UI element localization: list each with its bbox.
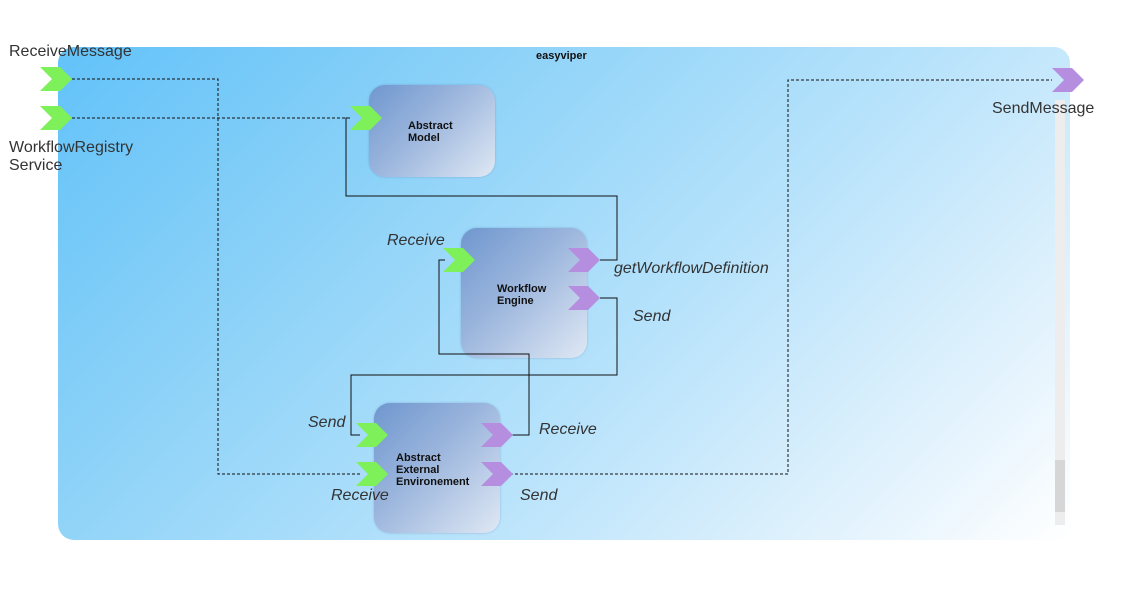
connector-get-workflow-definition (345, 117, 618, 261)
abstract-model-label: Abstract Model (408, 120, 453, 144)
port-engine-receive-icon (443, 248, 475, 272)
send-message-label: SendMessage (992, 100, 1095, 117)
external-receive-in-label: Receive (331, 487, 389, 504)
abstract-external-label: Abstract External Environement (396, 452, 470, 488)
connector-external-receive (438, 259, 530, 436)
abstract-model-box[interactable] (369, 85, 495, 177)
scrollbar-track[interactable] (1055, 100, 1065, 525)
workflow-engine-label: Workflow Engine (497, 283, 547, 307)
port-model-provide-icon (350, 106, 382, 130)
port-engine-send-icon (568, 286, 600, 310)
receive-message-label: ReceiveMessage (9, 43, 132, 60)
connector-send-message (510, 79, 1052, 475)
connector-receive-message (72, 78, 360, 475)
port-external-send-in-icon (356, 423, 388, 447)
port-receive-message-icon (40, 67, 72, 91)
external-send-label: Send (308, 414, 346, 431)
scrollbar-thumb[interactable] (1055, 460, 1065, 512)
external-send-out-label: Send (520, 487, 558, 504)
workflow-registry-label: WorkflowRegistry Service (9, 139, 134, 174)
container-title: easyviper (536, 50, 587, 62)
external-receive-out-label: Receive (539, 421, 597, 438)
port-engine-get-definition-icon (568, 248, 600, 272)
port-external-send-out-icon (481, 462, 513, 486)
workflow-engine-box[interactable] (461, 228, 587, 358)
port-external-receive-out-icon (481, 423, 513, 447)
port-external-receive-in-icon (356, 462, 388, 486)
engine-send-label: Send (633, 308, 671, 325)
connector-engine-send (350, 297, 618, 436)
abstract-external-box[interactable] (374, 403, 500, 533)
engine-receive-label: Receive (387, 232, 445, 249)
port-send-message-icon (1052, 68, 1084, 92)
port-registry-service-icon (40, 106, 72, 130)
engine-get-definition-label: getWorkflowDefinition (614, 260, 769, 277)
